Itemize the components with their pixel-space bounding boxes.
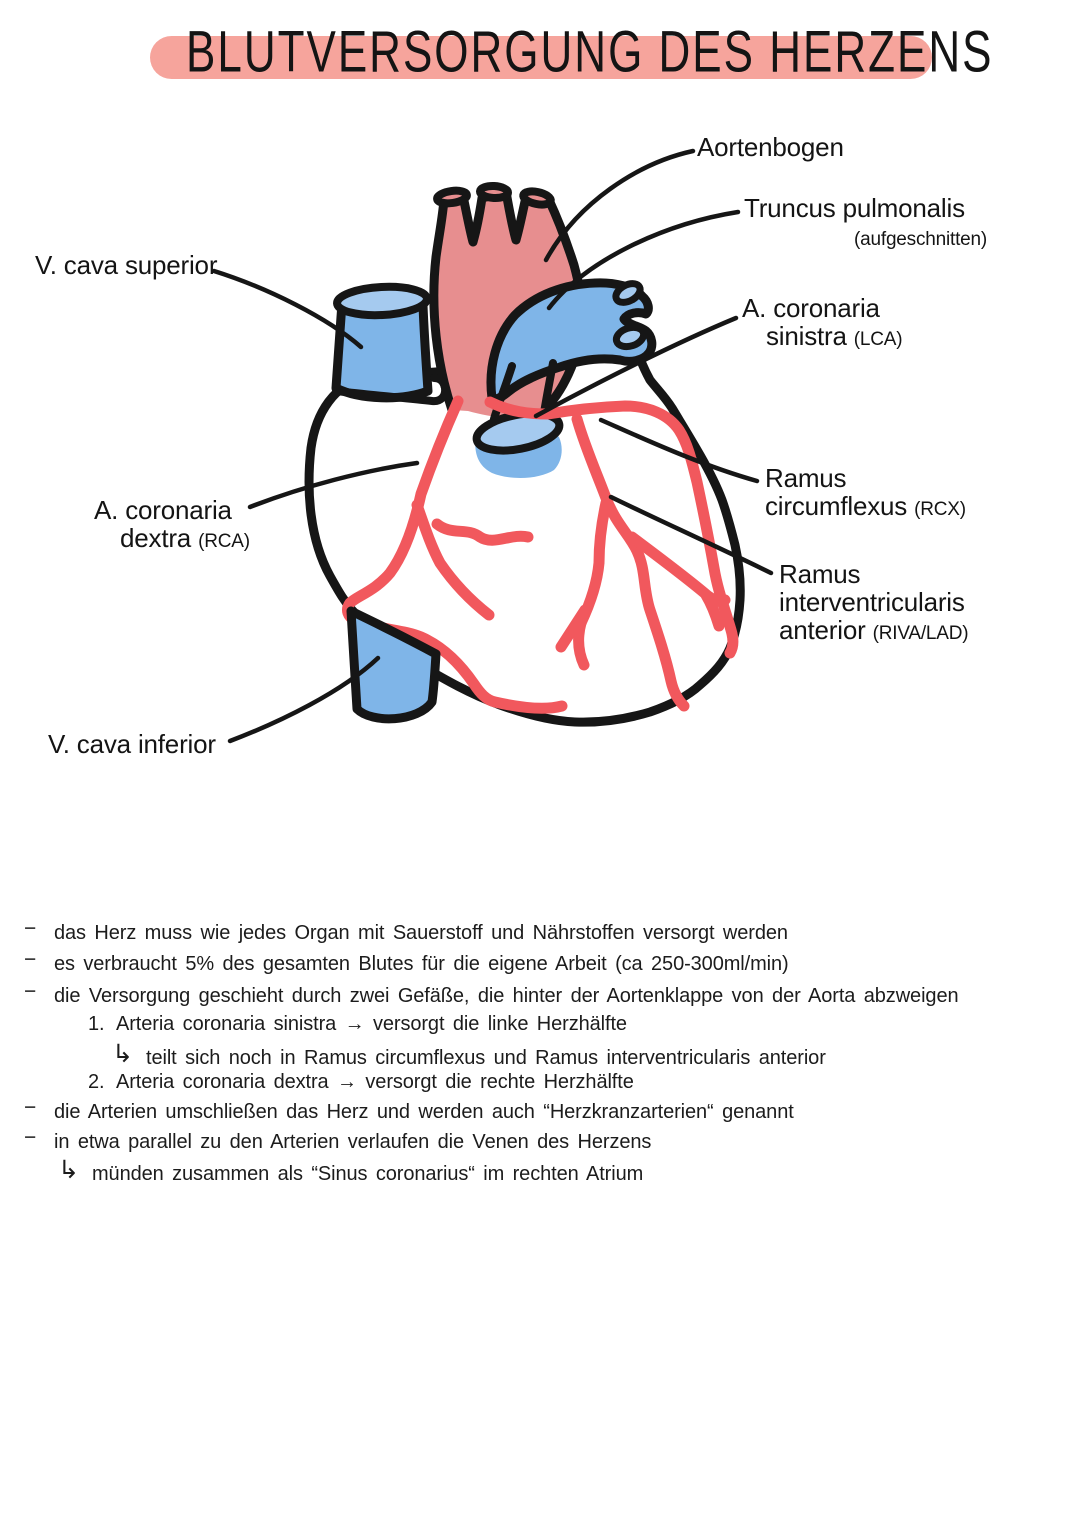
note-bullet-dash: − (24, 917, 37, 940)
rca-marginal-branch (431, 518, 534, 546)
label-text: A. coronaria (742, 293, 880, 323)
truncus-opening-upper (612, 280, 644, 306)
label-v-cava-superior: V. cava superior (35, 251, 217, 279)
aorta-branch-rim-1 (433, 186, 471, 208)
vena-cava-superior-rim (333, 282, 431, 320)
note-line: 1. Arteria coronaria sinistra → versorgt … (88, 1013, 627, 1036)
note-line: ↳ teilt sich noch in Ramus circumflexus u… (112, 1040, 826, 1071)
pointer-aortenbogen (543, 148, 696, 263)
pointer-lines (211, 148, 774, 744)
note-text: in etwa parallel zu den Arterien verlauf… (54, 1131, 652, 1153)
label-text: Aortenbogen (697, 132, 844, 162)
riva-artery (571, 413, 690, 712)
note-bullet-dash: − (24, 980, 37, 1003)
riva-left-twig-1 (573, 617, 590, 671)
riva-diagonal-fork (700, 589, 725, 632)
label-aortenbogen: Aortenbogen (697, 133, 844, 161)
aorta-branch-rim-2 (476, 181, 512, 203)
note-text: die Versorgung geschieht durch zwei Gefä… (54, 985, 959, 1007)
note-text: die Arterien umschließen das Herz und we… (54, 1101, 794, 1123)
truncus-pulmonalis-shape (486, 278, 657, 404)
label-text: dextra (120, 523, 199, 554)
pointer-sinistra (533, 315, 739, 419)
pointer-dextra (247, 460, 420, 510)
label-text: (aufgeschnitten) (854, 229, 988, 251)
label-text: (RCX) (914, 499, 966, 521)
label-text: (LCA) (853, 329, 903, 351)
note-text: teilt sich noch in Ramus circumflexus un… (146, 1047, 826, 1069)
note-line: −die Versorgung geschieht durch zwei Gef… (24, 980, 959, 1008)
label-truncus-pulmonalis: Truncus pulmonalis (aufgeschnitten) (744, 194, 987, 251)
title-highlight-pill (150, 36, 932, 79)
page-title: BLUTVERSORGUNG DES HERZENS (186, 20, 994, 85)
note-line: ↳ münden zusammen als “Sinus coronarius“ … (58, 1156, 644, 1187)
pointer-v-cava-superior (211, 268, 364, 350)
label-text: anterior (779, 615, 873, 646)
note-text: Arteria coronaria sinistra → versorgt di… (116, 1013, 627, 1035)
note-bullet-dash: − (24, 1126, 37, 1149)
riva-left-twig-2 (555, 604, 591, 653)
label-text: A. coronaria (94, 495, 232, 525)
label-text: (RIVA/LAD) (872, 623, 969, 645)
note-bullet-num: 2. (88, 1071, 105, 1093)
truncus-opening-lower (612, 323, 648, 351)
label-text: V. cava superior (35, 250, 218, 280)
note-text: münden zusammen als “Sinus coronarius“ i… (92, 1163, 644, 1185)
pointer-interventricularis (608, 494, 774, 576)
note-bullet-dash: − (24, 1096, 37, 1119)
label-text: Ramus (765, 463, 847, 493)
aorta-branch-rim-3 (519, 187, 555, 209)
label-text: interventricularis (779, 587, 965, 618)
note-line: −die Arterien umschließen das Herz und w… (24, 1096, 794, 1124)
label-text: V. cava inferior (48, 729, 216, 759)
note-line: −es verbraucht 5% des gesamten Blutes fü… (24, 948, 789, 976)
note-line: −das Herz muss wie jedes Organ mit Sauer… (24, 917, 788, 945)
note-text: Arteria coronaria dextra → versorgt die … (116, 1071, 634, 1093)
label-text: circumflexus (765, 491, 915, 522)
label-v-cava-inferior: V. cava inferior (48, 730, 216, 758)
note-bullet-num: 1. (88, 1013, 105, 1035)
label-text: (RCA) (198, 531, 250, 553)
note-bullet-arrow: ↳ (58, 1156, 79, 1184)
note-line: −in etwa parallel zu den Arterien verlau… (24, 1126, 652, 1154)
note-line: 2. Arteria coronaria dextra → versorgt di… (88, 1071, 634, 1094)
note-text: es verbraucht 5% des gesamten Blutes für… (54, 953, 789, 975)
note-bullet-dash: − (24, 948, 37, 971)
label-text: sinistra (766, 321, 854, 352)
label-text: Truncus pulmonalis (744, 193, 965, 223)
label-text: Ramus (779, 559, 861, 589)
pointer-v-cava-inferior (227, 655, 381, 744)
note-bullet-arrow: ↳ (112, 1040, 133, 1068)
note-text: das Herz muss wie jedes Organ mit Sauers… (54, 922, 788, 944)
pointer-circumflexus (598, 417, 760, 484)
pointer-truncus (546, 209, 741, 311)
rca-branch (411, 499, 495, 621)
